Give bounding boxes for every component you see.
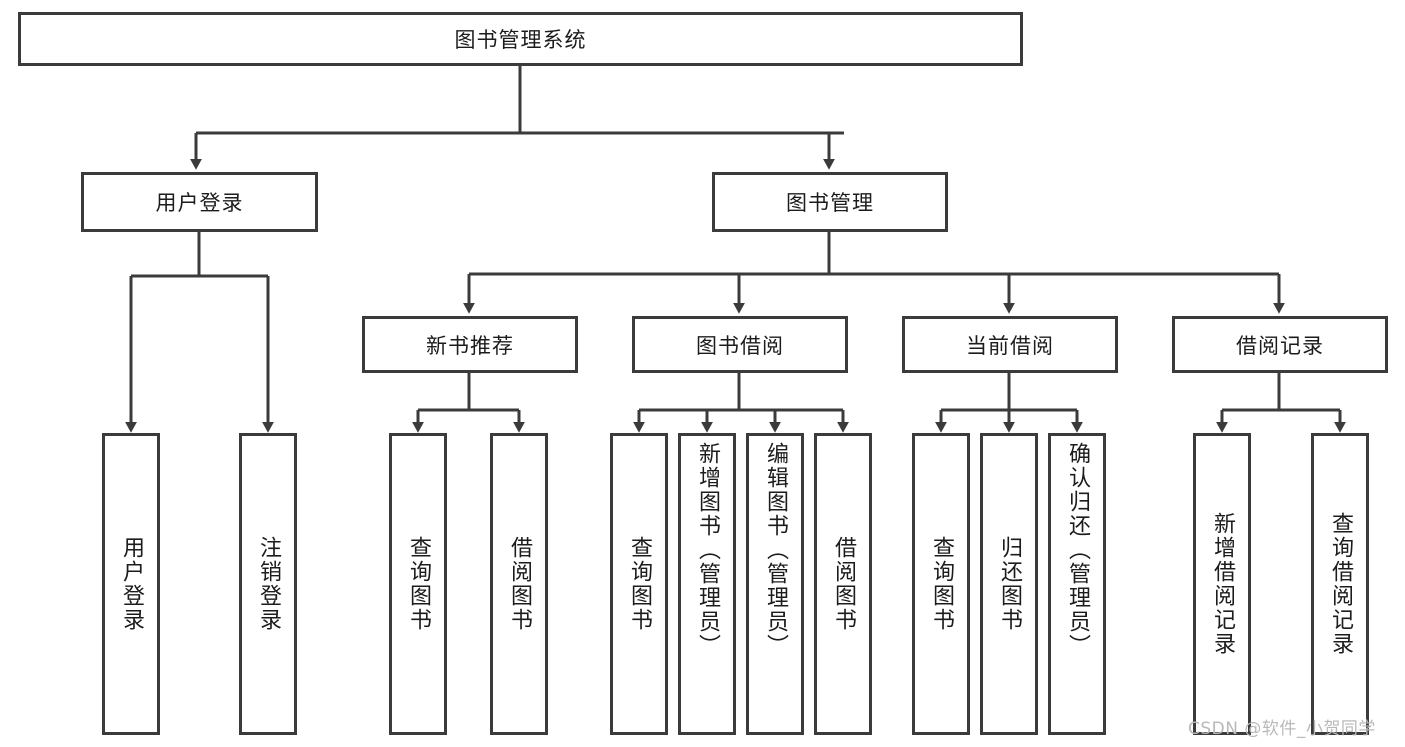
node-book-management-label: 图书管理	[786, 191, 874, 215]
leaf-query-book-borrow[interactable]: 查询图书	[610, 433, 668, 735]
csdn-watermark: CSDN @软件_小贺同学	[1188, 719, 1376, 739]
node-user-login-label: 用户登录	[155, 191, 244, 215]
node-current-borrow[interactable]: 当前借阅	[902, 316, 1118, 373]
node-current-borrow-label: 当前借阅	[966, 333, 1054, 358]
node-root-label: 图书管理系统	[454, 28, 587, 52]
leaf-query-book-borrow-label: 查询图书	[626, 536, 652, 632]
leaf-add-borrow-record-label: 新增借阅记录	[1209, 512, 1235, 656]
leaf-query-borrow-record[interactable]: 查询借阅记录	[1311, 433, 1369, 735]
leaf-logout-label: 注销登录	[255, 536, 281, 632]
leaf-edit-book-admin[interactable]: 编辑图书（管理员）	[746, 433, 804, 735]
leaf-borrow-book[interactable]: 借阅图书	[814, 433, 872, 735]
node-book-borrow[interactable]: 图书借阅	[632, 316, 848, 373]
leaf-confirm-return-admin-label: 确认归还（管理员）	[1064, 442, 1090, 658]
leaf-query-book-recommend[interactable]: 查询图书	[389, 433, 447, 735]
node-book-management[interactable]: 图书管理	[712, 172, 948, 232]
leaf-logout[interactable]: 注销登录	[239, 433, 297, 735]
node-borrow-record-label: 借阅记录	[1236, 333, 1324, 358]
leaf-query-book-current[interactable]: 查询图书	[912, 433, 970, 735]
leaf-query-borrow-record-label: 查询借阅记录	[1327, 512, 1353, 656]
leaf-borrow-book-recommend-label: 借阅图书	[506, 536, 532, 632]
node-book-borrow-label: 图书借阅	[696, 333, 784, 358]
leaf-return-book[interactable]: 归还图书	[980, 433, 1038, 735]
node-new-book-recommend-label: 新书推荐	[426, 333, 514, 358]
node-borrow-record[interactable]: 借阅记录	[1172, 316, 1388, 373]
leaf-add-book-admin[interactable]: 新增图书（管理员）	[678, 433, 736, 735]
leaf-query-book-current-label: 查询图书	[928, 536, 954, 632]
node-user-login[interactable]: 用户登录	[81, 172, 318, 232]
leaf-confirm-return-admin[interactable]: 确认归还（管理员）	[1048, 433, 1106, 735]
leaf-user-login[interactable]: 用户登录	[102, 433, 160, 735]
leaf-edit-book-admin-label: 编辑图书（管理员）	[762, 442, 788, 658]
node-root[interactable]: 图书管理系统	[18, 12, 1023, 66]
leaf-add-book-admin-label: 新增图书（管理员）	[694, 442, 720, 658]
leaf-query-book-recommend-label: 查询图书	[405, 536, 431, 632]
leaf-return-book-label: 归还图书	[996, 536, 1022, 632]
node-new-book-recommend[interactable]: 新书推荐	[362, 316, 578, 373]
leaf-add-borrow-record[interactable]: 新增借阅记录	[1193, 433, 1251, 735]
leaf-user-login-label: 用户登录	[118, 536, 144, 632]
leaf-borrow-book-recommend[interactable]: 借阅图书	[490, 433, 548, 735]
leaf-borrow-book-label: 借阅图书	[830, 536, 856, 632]
